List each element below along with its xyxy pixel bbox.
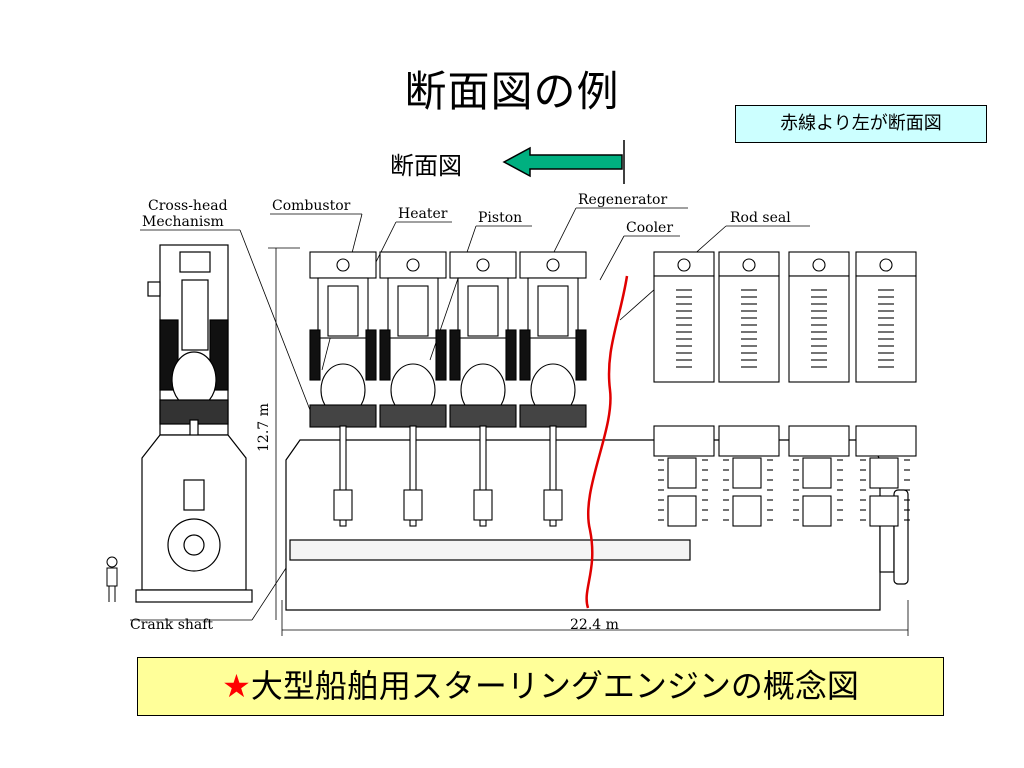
label-regenerator: Regenerator [578,192,667,208]
cylinder-exterior [718,251,780,527]
label-heater: Heater [398,206,448,222]
label-height: 12.7 m [256,403,272,452]
section-label: 断面図 [390,152,462,180]
label-mechanism: Mechanism [142,214,224,230]
label-rod-seal: Rod seal [730,210,791,226]
cylinder-exterior [855,251,917,527]
label-combustor: Combustor [272,198,351,214]
engine-diagram: Cross-head Mechanism Combustor Heater Pi… [106,192,917,636]
slide-title: 断面図の例 [404,67,620,116]
section-line [585,275,629,609]
caption-box: ★大型船舶用スターリングエンジンの概念図 [137,657,944,716]
label-cooler: Cooler [626,220,673,236]
person-scale-icon [106,556,118,602]
label-cross-head: Cross-head [148,198,228,214]
cylinder-exterior [788,251,850,527]
label-crank-shaft: Crank shaft [130,617,213,633]
cylinder-section [449,251,517,527]
cylinder-exterior [653,251,715,527]
label-length: 22.4 m [570,617,619,633]
cylinder-section [379,251,447,527]
cylinder-section [519,251,587,527]
star-icon: ★ [222,667,251,705]
note-box: 赤線より左が断面図 [735,105,987,143]
cylinder-section [309,251,377,527]
caption-text: 大型船舶用スターリングエンジンの概念図 [250,667,859,705]
label-piston: Piston [478,210,522,226]
left-arrow-icon [502,140,625,184]
